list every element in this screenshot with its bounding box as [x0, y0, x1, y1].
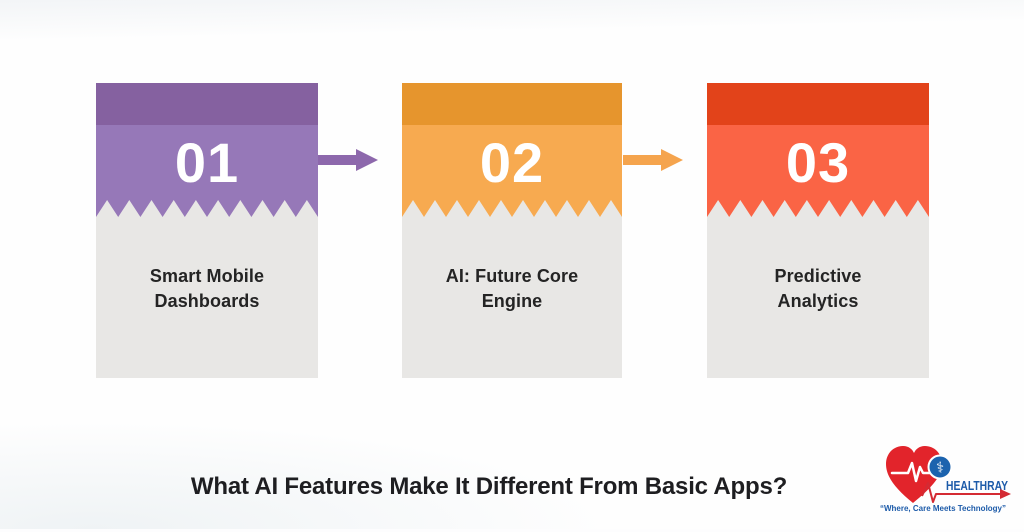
step-card-3-body: Predictive Analytics [707, 200, 929, 378]
ekg-arrow-underline-icon [921, 482, 1011, 503]
step-card-2-body: AI: Future Core Engine [402, 200, 622, 378]
background-wash-top [0, 0, 1024, 47]
svg-text:⚕: ⚕ [936, 460, 944, 477]
background-wash-bottom [0, 419, 620, 529]
step-card-3-top-band [707, 83, 929, 125]
step-card-2: AI: Future Core Engine 02 [402, 83, 622, 378]
page-title: What AI Features Make It Different From … [190, 473, 788, 500]
step-number: 02 [479, 131, 545, 194]
right-arrow-icon [623, 147, 683, 173]
step-card-1-top-band [96, 83, 318, 125]
step-label: Smart Mobile Dashboards [149, 266, 265, 311]
ekg-line-icon [890, 461, 936, 483]
right-arrow-icon [318, 147, 378, 173]
step-card-3-zigzag-header: 03 [707, 83, 929, 217]
step-number: 03 [785, 131, 851, 194]
step-number: 01 [174, 131, 240, 194]
step-card-1: Smart Mobile Dashboards 01 [96, 83, 318, 378]
step-card-1-zigzag-header: 01 [96, 83, 318, 217]
step-label: AI: Future Core Engine [445, 266, 579, 311]
step-label: Predictive Analytics [774, 266, 862, 311]
step-card-2-top-band [402, 83, 622, 125]
caduceus-icon: ⚕ [927, 454, 953, 480]
healthray-logo: ⚕ HEALTHRAY “Where, Care Meets Technolog… [866, 441, 1016, 527]
step-card-3: Predictive Analytics 03 [707, 83, 929, 378]
step-card-1-body: Smart Mobile Dashboards [96, 200, 318, 378]
step-card-2-zigzag-header: 02 [402, 83, 622, 217]
brand-tagline: “Where, Care Meets Technology” [880, 504, 1006, 513]
brand-name: HEALTHRAY [946, 479, 1009, 493]
